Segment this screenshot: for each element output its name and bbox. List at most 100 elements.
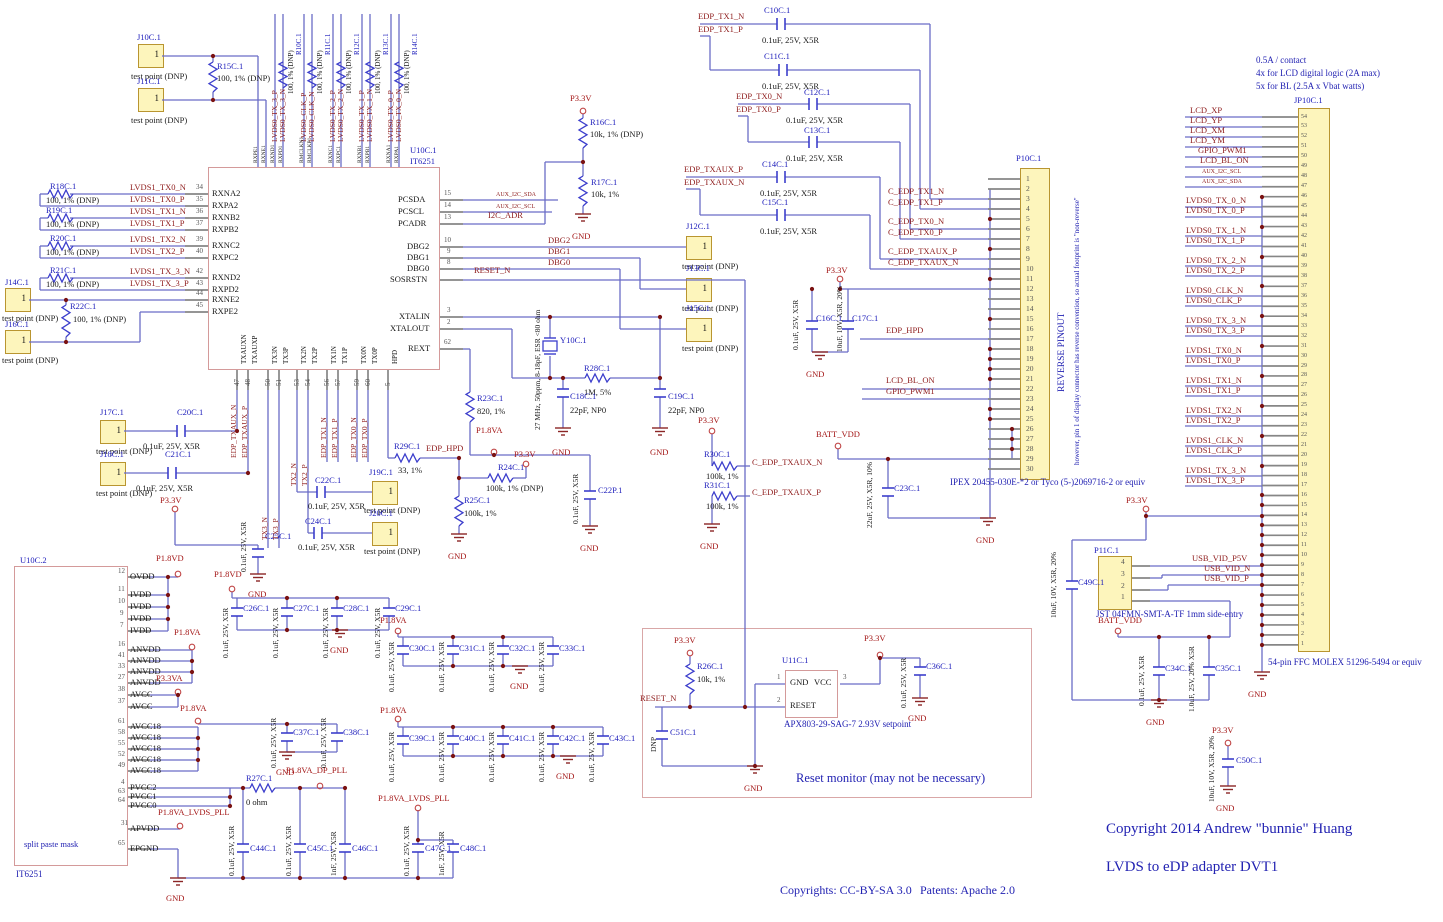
wire-label: LVDS0_TX_3_N bbox=[1186, 315, 1247, 325]
component-value: 0.1uF, 25V, X5R bbox=[136, 483, 194, 493]
wire-label: C_EDP_TX0_N bbox=[888, 216, 945, 226]
component-value: 0.1uF, 25V, X5R bbox=[387, 731, 396, 782]
pin-number: 8 bbox=[1301, 571, 1304, 578]
power-label: P1.8VA bbox=[380, 705, 407, 715]
pin-number: 21 bbox=[1026, 374, 1034, 383]
connector-p10c-body bbox=[1020, 168, 1050, 480]
pin-number: 3 bbox=[843, 673, 847, 681]
junction-dot bbox=[284, 627, 290, 633]
component-ref: C33C.1 bbox=[559, 643, 586, 653]
test-point-pin-number: 1 bbox=[21, 335, 27, 345]
resistor-symbol bbox=[577, 117, 589, 149]
pin-name: REXT bbox=[408, 343, 431, 353]
pin-name: VCC bbox=[814, 677, 832, 687]
power-label: GND bbox=[166, 893, 185, 903]
component-ref: C41C.1 bbox=[509, 733, 536, 743]
pin-number: 42 bbox=[1301, 233, 1307, 240]
pin-name: RXPC1 bbox=[336, 145, 342, 163]
component-ref: C25C.1 bbox=[265, 531, 292, 541]
note-text: 4x for LCD digital logic (2A max) bbox=[1256, 68, 1380, 78]
component-value: test point (DNP) bbox=[2, 313, 59, 323]
component-value: 100, 1% (DNP) bbox=[73, 314, 127, 324]
power-label: P1.8VA_LVDS_PLL bbox=[158, 807, 230, 817]
component-ref: J14C.1 bbox=[5, 277, 29, 287]
pin-number: 17 bbox=[1026, 334, 1034, 343]
resistor-symbol bbox=[306, 61, 318, 89]
pin-number: 33 bbox=[1301, 322, 1307, 329]
note-text: split paste mask bbox=[24, 839, 79, 849]
pin-name: TX2N bbox=[300, 346, 308, 364]
pin-name: ANVDD bbox=[130, 655, 161, 665]
component-value: 10uF, 10V, X5R, 20% bbox=[1207, 736, 1216, 802]
test-point-pad: 1 bbox=[138, 44, 164, 68]
wire-label: LCD_YP bbox=[1190, 115, 1223, 125]
connector-p11c-body bbox=[1098, 556, 1132, 610]
component-ref: C17C.1 bbox=[852, 313, 879, 323]
junction-dot bbox=[1143, 513, 1149, 519]
power-flag-icon bbox=[176, 822, 184, 830]
power-flag-icon bbox=[836, 275, 844, 283]
component-value: 820, 1% bbox=[477, 406, 506, 416]
pin-number: 4 bbox=[121, 778, 125, 786]
wire-label: LVDS1_TX0_N bbox=[130, 182, 186, 192]
wire-label: LCD_BL_ON bbox=[886, 375, 935, 385]
pin-number: 3 bbox=[1301, 621, 1304, 628]
component-ref: R31C.1 bbox=[704, 480, 731, 490]
board-title: LVDS to eDP adapter DVT1 bbox=[1106, 859, 1279, 875]
component-value: 100k, 1% bbox=[706, 471, 739, 481]
junction-dot bbox=[657, 375, 663, 381]
component-ref: C27C.1 bbox=[293, 603, 320, 613]
resistor-symbol bbox=[487, 472, 514, 484]
test-point-pad: 1 bbox=[686, 318, 712, 342]
junction-dot bbox=[240, 875, 246, 881]
pin-name: IVDD bbox=[130, 613, 152, 623]
pin-number: 5 bbox=[384, 382, 392, 387]
component-value: 0.1uF, 25V, X5R bbox=[269, 717, 278, 768]
pin-number: 64 bbox=[118, 796, 125, 804]
resistor-symbol bbox=[577, 175, 589, 207]
wire-label: LVDS1_TX0_N bbox=[1186, 345, 1242, 355]
junction-dot bbox=[987, 416, 993, 422]
pin-number: 32 bbox=[1301, 332, 1307, 339]
component-value: 0.1uF, 25V, X5R bbox=[899, 657, 908, 708]
power-flag-icon bbox=[1224, 739, 1232, 747]
pin-number: 6 bbox=[1301, 591, 1304, 598]
component-value: test point (DNP) bbox=[131, 71, 188, 81]
pin-number: 48 bbox=[244, 379, 252, 386]
note-text: 54-pin FFC MOLEX 51296-5494 or equiv bbox=[1268, 657, 1422, 667]
component-ref: J10C.1 bbox=[137, 32, 161, 42]
note-text: 0.5A / contact bbox=[1256, 55, 1307, 65]
pin-number: 30 bbox=[1026, 464, 1034, 473]
power-label: GND bbox=[510, 681, 529, 691]
junction-dot bbox=[450, 753, 456, 759]
junction-dot bbox=[550, 724, 556, 730]
component-value: test point (DNP) bbox=[96, 446, 153, 456]
power-label: P1.8VA_DP_PLL bbox=[286, 765, 348, 775]
pin-number: 46 bbox=[1301, 193, 1307, 200]
component-ref: R27C.1 bbox=[246, 773, 273, 783]
component-ref: R14C.1 bbox=[411, 33, 419, 55]
component-value: 0.1uF, 25V, X5R bbox=[587, 731, 596, 782]
component-value: 0.1uF, 25V, X5R bbox=[537, 731, 546, 782]
pin-name: RXPB1 bbox=[365, 145, 371, 163]
pin-number: 28 bbox=[1026, 444, 1034, 453]
junction-dot bbox=[456, 475, 462, 481]
copyright-line: Copyright 2014 Andrew "bunnie" Huang bbox=[1106, 821, 1353, 837]
power-label: P3.3V bbox=[570, 93, 592, 103]
pin-number: 2 bbox=[1026, 184, 1030, 193]
junction-dot bbox=[1259, 502, 1265, 508]
pin-name: AVCC18 bbox=[130, 721, 162, 731]
resistor-symbol bbox=[335, 61, 347, 89]
component-ref: J19C.1 bbox=[369, 467, 393, 477]
pin-name: RXNA2 bbox=[212, 188, 241, 198]
component-ref: J12C.1 bbox=[686, 221, 710, 231]
pin-number: 62 bbox=[444, 338, 451, 346]
component-value: 0.1uF, 25V, X5R bbox=[308, 501, 366, 511]
junction-dot bbox=[547, 375, 553, 381]
junction-dot bbox=[987, 216, 993, 222]
wire-label: C_EDP_TXAUX_P bbox=[888, 246, 957, 256]
power-flag-icon bbox=[174, 570, 182, 578]
component-value: 27 MHz, 50ppm, 8-18pF, ESR <80 ohm bbox=[533, 309, 542, 430]
ic-u10c1-body bbox=[208, 167, 440, 370]
